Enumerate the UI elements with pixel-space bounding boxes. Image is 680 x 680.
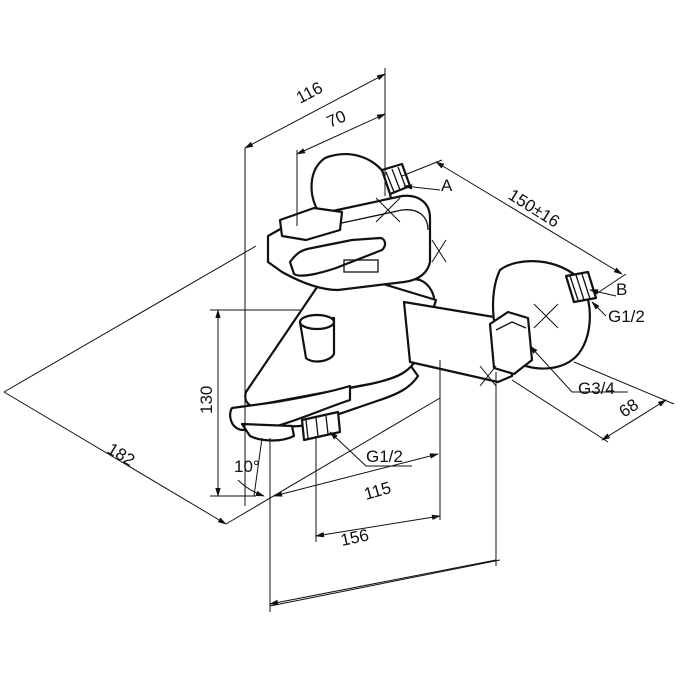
dimension-lines bbox=[3, 68, 675, 612]
dim-g12-bottom-label: G1/2 bbox=[366, 447, 403, 466]
aerator bbox=[240, 422, 296, 442]
dim-70-label: 70 bbox=[324, 107, 349, 132]
dim-g12-right-label: G1/2 bbox=[608, 307, 645, 326]
left-connection-thread bbox=[380, 162, 412, 196]
brand-label bbox=[343, 259, 379, 273]
dim-130-label: 130 bbox=[197, 386, 216, 414]
faucet-body bbox=[229, 153, 598, 442]
dim-182-label: 182 bbox=[104, 439, 138, 470]
dim-g34-label: G3/4 bbox=[578, 379, 615, 398]
dim-156-label: 156 bbox=[339, 525, 371, 549]
diverter-knob bbox=[298, 313, 336, 363]
dim-b-label: B bbox=[616, 280, 627, 299]
dim-a-label: A bbox=[441, 176, 453, 195]
dim-10deg-label: 10° bbox=[234, 457, 260, 476]
union-nut bbox=[488, 310, 534, 376]
lever-handle bbox=[288, 236, 387, 277]
dim-115-label: 115 bbox=[362, 478, 393, 504]
dim-116-label: 116 bbox=[293, 78, 326, 108]
